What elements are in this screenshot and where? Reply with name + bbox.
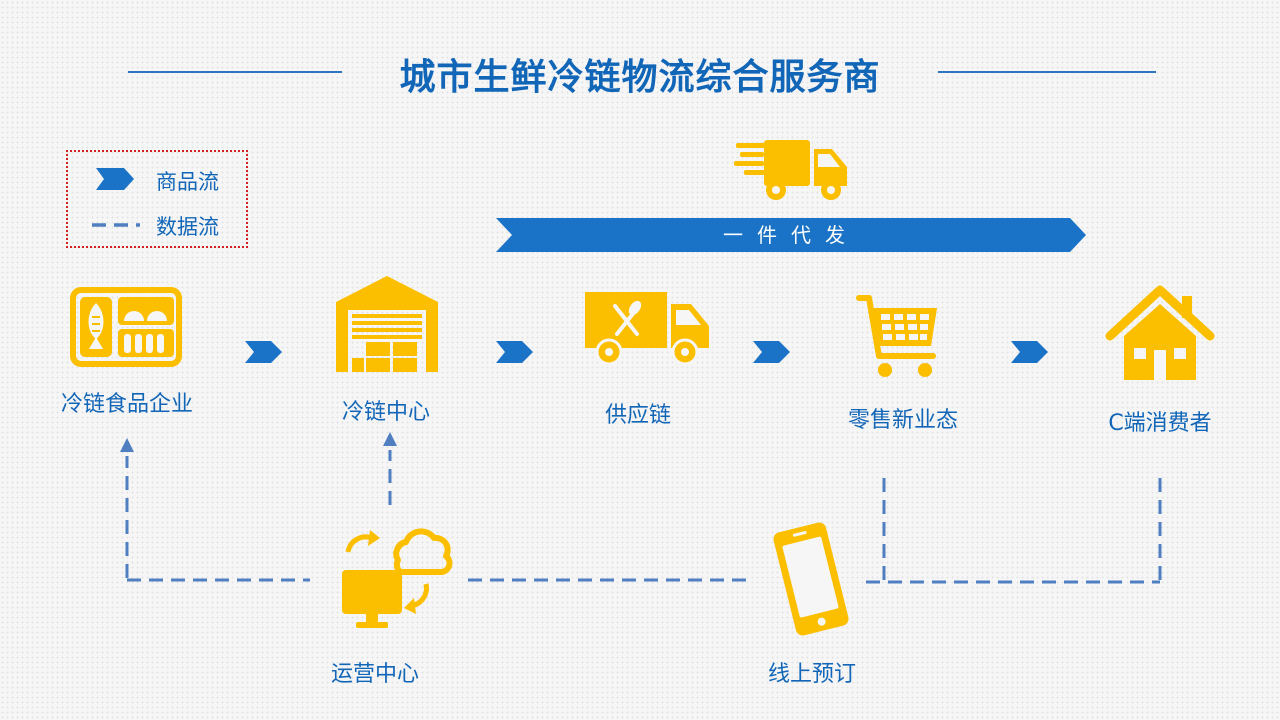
warehouse-icon (336, 276, 438, 372)
node-supply-chain-label: 供应链 (604, 403, 672, 428)
smartphone-icon (773, 522, 849, 636)
node-online-booking-label: 线上预订 (767, 662, 857, 687)
legend-goods-flow-label: 商品流 (156, 170, 219, 194)
node-new-retail-label: 零售新业态 (847, 408, 959, 433)
banner-label: 一件代发 (723, 223, 859, 247)
chevron-arrow-1 (245, 341, 282, 363)
cloud-computer-icon (342, 528, 453, 628)
title-line-right (938, 71, 1156, 73)
node-operations-center-label: 运营中心 (330, 662, 420, 687)
food-truck-icon (585, 292, 709, 366)
banner-arrow (496, 218, 1086, 252)
chevron-arrow-3 (753, 341, 790, 363)
food-tray-icon (70, 287, 182, 367)
legend-data-flow-label: 数据流 (156, 215, 219, 239)
title-line-left (128, 71, 342, 73)
chevron-legend-icon (96, 168, 134, 190)
node-cold-chain-center-label: 冷链中心 (341, 400, 431, 425)
chevron-arrow-2 (496, 341, 533, 363)
chevron-arrow-4 (1011, 341, 1048, 363)
dash-legend-icon (92, 223, 140, 227)
delivery-truck-icon (734, 140, 847, 200)
node-consumer-label: C端消费者 (1108, 411, 1212, 436)
shopping-cart-icon (856, 295, 937, 377)
legend (66, 150, 248, 248)
house-icon (1105, 285, 1215, 380)
node-food-enterprise-label: 冷链食品企业 (60, 392, 194, 417)
page-title: 城市生鲜冷链物流综合服务商 (399, 57, 881, 98)
